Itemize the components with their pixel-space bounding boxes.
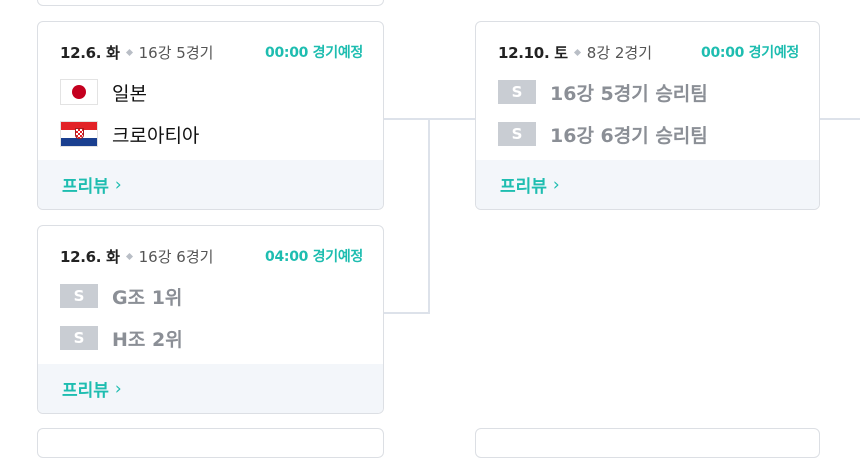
match-header: 12.6. 화 16강 5경기 00:00 경기예정: [60, 41, 363, 63]
match-round: 16강 6경기: [138, 247, 214, 266]
placeholder-team-badge: S: [498, 80, 536, 104]
match-date: 12.10. 토: [498, 43, 568, 62]
placeholder-team-badge: S: [498, 122, 536, 146]
match-card[interactable]: 12.10. 토 8강 2경기 00:00 경기예정 S 16강 5경기 승리팀…: [475, 21, 820, 210]
bracket-connector: [819, 118, 860, 120]
croatia-flag-icon: [60, 121, 98, 147]
match-round: 16강 5경기: [138, 43, 214, 62]
placeholder-team-badge: S: [60, 284, 98, 308]
preview-link[interactable]: 프리뷰 ›: [38, 160, 383, 209]
separator-diamond-icon: [125, 252, 133, 260]
team-name: 일본: [112, 82, 147, 105]
match-header: 12.6. 화 16강 6경기 04:00 경기예정: [60, 245, 363, 267]
match-status: 00:00 경기예정: [265, 45, 363, 61]
preview-link[interactable]: 프리뷰 ›: [38, 364, 383, 413]
bracket-connector: [428, 118, 430, 314]
match-card[interactable]: 12.6. 화 16강 6경기 04:00 경기예정 S G조 1위 S H조 …: [37, 225, 384, 414]
match-card-partial: [475, 428, 820, 458]
team-name: H조 2위: [112, 328, 183, 351]
match-card-partial: [37, 428, 384, 458]
match-date: 12.6. 화: [60, 43, 120, 62]
team-row[interactable]: 일본: [60, 79, 147, 105]
match-card[interactable]: 12.6. 화 16강 5경기 00:00 경기예정 일본 크로아티아 프리뷰 …: [37, 21, 384, 210]
match-round: 8강 2경기: [586, 43, 653, 62]
team-name: 크로아티아: [112, 124, 200, 147]
match-header: 12.10. 토 8강 2경기 00:00 경기예정: [498, 41, 799, 63]
bracket-connector: [429, 118, 475, 120]
team-name: 16강 6경기 승리팀: [550, 124, 708, 147]
team-row[interactable]: S G조 1위: [60, 283, 182, 309]
team-row[interactable]: S 16강 5경기 승리팀: [498, 79, 708, 105]
bracket-connector: [382, 118, 429, 120]
match-date: 12.6. 화: [60, 247, 120, 266]
preview-label: 프리뷰: [62, 177, 109, 197]
chevron-right-icon: ›: [114, 174, 122, 195]
bracket-connector: [382, 312, 429, 314]
team-row[interactable]: 크로아티아: [60, 121, 199, 147]
team-name: G조 1위: [112, 286, 183, 309]
placeholder-team-badge: S: [60, 326, 98, 350]
team-row[interactable]: S 16강 6경기 승리팀: [498, 121, 708, 147]
japan-flag-icon: [60, 79, 98, 105]
separator-diamond-icon: [573, 48, 581, 56]
chevron-right-icon: ›: [114, 378, 122, 399]
match-status: 00:00 경기예정: [701, 45, 799, 61]
preview-label: 프리뷰: [500, 177, 547, 197]
match-status: 04:00 경기예정: [265, 249, 363, 265]
preview-label: 프리뷰: [62, 381, 109, 401]
separator-diamond-icon: [125, 48, 133, 56]
chevron-right-icon: ›: [552, 174, 560, 195]
match-card-partial: [37, 0, 384, 6]
team-row[interactable]: S H조 2위: [60, 325, 183, 351]
team-name: 16강 5경기 승리팀: [550, 82, 708, 105]
preview-link[interactable]: 프리뷰 ›: [476, 160, 819, 209]
